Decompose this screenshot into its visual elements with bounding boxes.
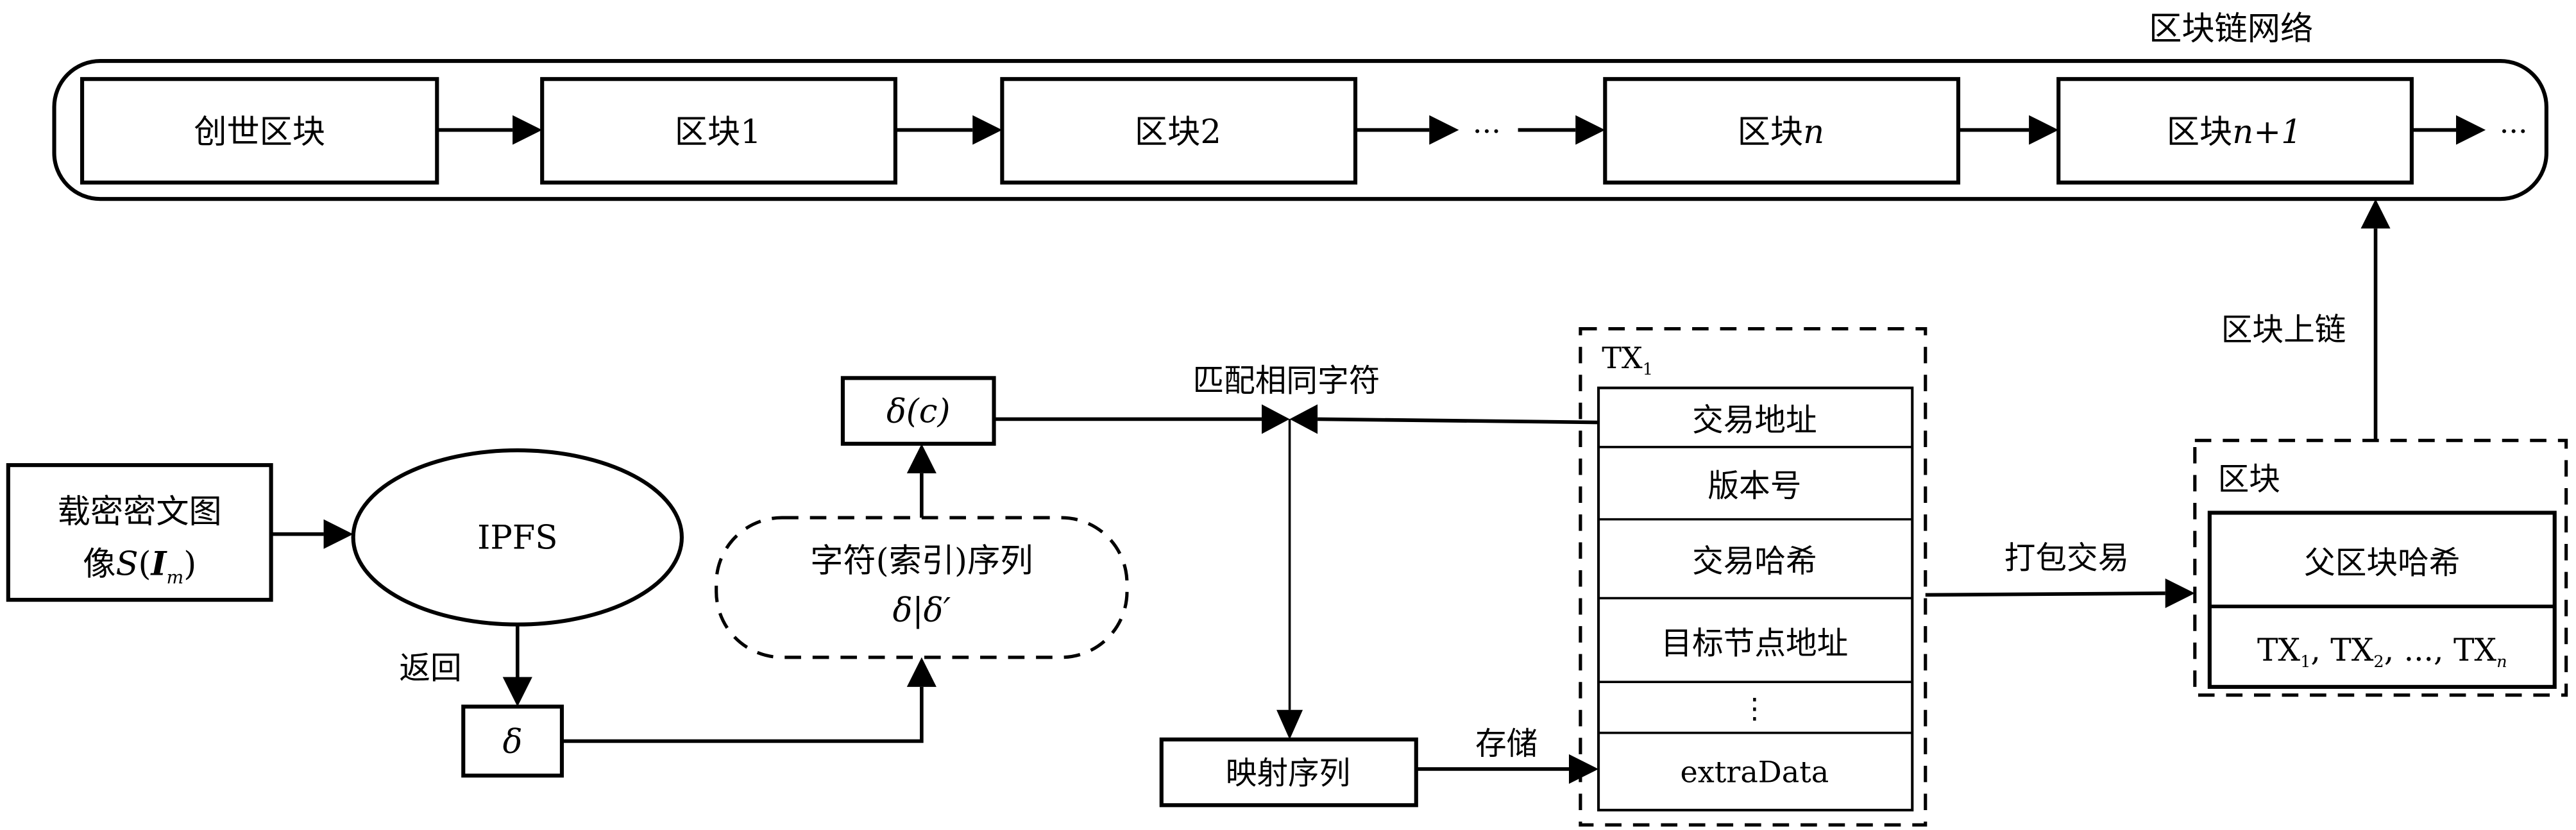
block-1-index: 1	[740, 113, 761, 151]
ipfs-label: IPFS	[477, 519, 557, 557]
block-n-plus-1-index: n+1	[2232, 113, 2302, 151]
block-1-label: 区块	[675, 113, 740, 151]
char-index-sequence: 字符(索引)序列 δ|δ′	[715, 516, 1129, 659]
source-image-box: 载密密文图 像S(Im)	[6, 463, 273, 602]
block-genesis-label: 创世区块	[194, 113, 325, 151]
onchain-label: 区块上链	[2221, 312, 2346, 348]
block-n: 区块n	[1603, 77, 1961, 185]
svg-text:TX1: TX1	[1602, 341, 1653, 379]
mapping-sequence-box: 映射序列	[1159, 737, 1418, 808]
source-symbol-sub: m	[166, 567, 183, 588]
source-symbol-s: S	[115, 545, 138, 584]
svg-text:区块n: 区块n	[1738, 113, 1824, 151]
delta-c-box: δ(c)	[840, 376, 996, 446]
source-symbol-i: I	[150, 545, 168, 584]
arrow-pack-transactions	[1925, 591, 2165, 597]
block-1: 区块1	[540, 77, 897, 185]
ipfs-node: IPFS	[351, 448, 684, 627]
chain-ellipsis: ···	[1473, 114, 1501, 149]
delta-label: δ	[503, 722, 523, 761]
arrowhead	[323, 519, 353, 549]
svg-text:像S(Im): 像S(Im)	[83, 545, 196, 588]
tx-field-tx-hash: 交易哈希	[1692, 544, 1817, 580]
parent-hash: 父区块哈希	[2304, 545, 2460, 581]
block-tx-list: TX1, TX2, ..., TXn	[2257, 632, 2507, 672]
block-genesis: 创世区块	[80, 77, 439, 185]
block-n-plus-1-label: 区块	[2167, 113, 2232, 151]
sequence-line2: δ|δ′	[893, 591, 951, 629]
chain-arrows	[437, 115, 2486, 145]
block-2: 区块2	[1000, 77, 1358, 185]
tx-field-tx-address: 交易地址	[1692, 402, 1817, 438]
svg-text:区块2: 区块2	[1135, 113, 1221, 151]
pack-label: 打包交易	[2004, 540, 2130, 576]
source-line1: 载密密文图	[58, 493, 222, 531]
block-n-index: n	[1803, 113, 1824, 151]
arrow-delta-to-sequence	[561, 686, 924, 743]
block-2-index: 2	[1200, 113, 1221, 151]
delta-c-label: δ(c)	[886, 393, 951, 431]
tx-field-extradata: extraData	[1681, 754, 1829, 789]
block-n-label: 区块	[1738, 113, 1803, 151]
mapping-label: 映射序列	[1226, 756, 1351, 792]
block-panel: 区块 父区块哈希 TX1, TX2, ..., TXn	[2193, 439, 2568, 697]
delta-box: δ	[461, 704, 564, 778]
block-n-plus-1: 区块n+1	[2056, 77, 2414, 185]
match-label: 匹配相同字符	[1192, 363, 1380, 399]
return-label: 返回	[399, 650, 461, 686]
svg-text:区块1: 区块1	[675, 113, 761, 151]
tx-field-version: 版本号	[1707, 468, 1801, 504]
block-2-label: 区块	[1135, 113, 1200, 151]
tx-field-target-address: 目标节点地址	[1661, 626, 1848, 662]
sequence-line1: 字符(索引)序列	[810, 542, 1033, 580]
tx-title: TX	[1602, 341, 1643, 375]
tx-field-ellipsis: ⋮	[1741, 693, 1769, 725]
network-title: 区块链网络	[2149, 10, 2313, 48]
source-line2-prefix: 像	[83, 545, 115, 584]
arrow-tx-to-match	[1318, 417, 1599, 425]
tx-title-sub: 1	[1643, 360, 1653, 379]
svg-text:区块n+1: 区块n+1	[2167, 113, 2302, 151]
chain-trailing-ellipsis: ···	[2500, 114, 2528, 149]
store-label: 存储	[1475, 726, 1538, 762]
transaction-panel: TX1 交易地址 版本号 交易哈希 目标节点地址 ⋮ extraData	[1579, 326, 1928, 827]
block-title: 区块	[2218, 462, 2280, 498]
